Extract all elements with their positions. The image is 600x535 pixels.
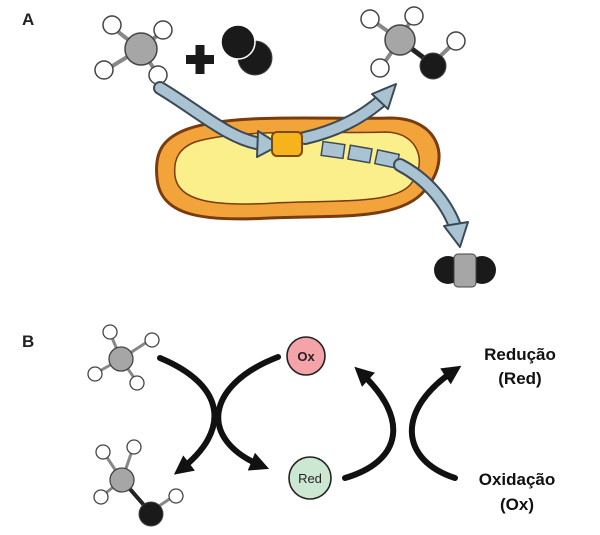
- panel-b-label: B: [22, 332, 35, 351]
- bacterial-cell: [155, 116, 441, 221]
- methane-molecule-icon: [87, 324, 160, 391]
- reduced-molecule-icon: [434, 253, 496, 288]
- oxidation-label: Oxidação: [479, 470, 556, 489]
- methanol-molecule-icon: [360, 6, 466, 80]
- red-to-ox-arrow: [342, 366, 397, 481]
- enzyme-icon: [271, 131, 303, 157]
- oxygen-molecule-icon: [220, 24, 273, 76]
- panel-a-label: A: [22, 10, 35, 29]
- oxidation-abbrev-label: (Ox): [500, 495, 534, 514]
- reduction-label: Redução: [484, 345, 556, 364]
- methane-to-methanol-arrow: [157, 355, 218, 475]
- red-node: Red: [288, 456, 332, 500]
- ox-node: Ox: [286, 336, 326, 376]
- ox-label: Ox: [297, 349, 315, 364]
- electron-transfer-chain: [320, 140, 401, 170]
- output-arrow: [298, 83, 397, 145]
- chain-arrow: [393, 158, 469, 248]
- oxidation-to-reduction-arrow: [408, 365, 462, 481]
- methane-molecule-icon: [94, 15, 173, 85]
- input-arrow: [153, 81, 281, 158]
- methanol-molecule-icon: [93, 439, 184, 527]
- red-label: Red: [298, 471, 322, 486]
- ox-to-red-arrow: [215, 354, 281, 471]
- plus-icon: [186, 45, 214, 74]
- reduction-abbrev-label: (Red): [498, 369, 541, 388]
